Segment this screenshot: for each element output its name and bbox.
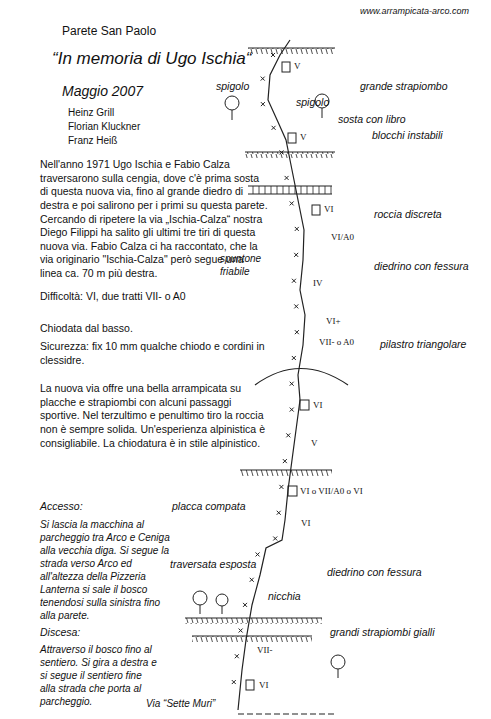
route-line	[238, 40, 305, 710]
belay-symbols	[246, 62, 320, 690]
grade: IV	[312, 278, 324, 290]
info-text: Sicurezza: fix 10 mm qualche chiodo e co…	[40, 340, 265, 367]
bolt-mark	[294, 304, 298, 308]
author: Florian Kluckner	[68, 120, 140, 133]
bolt-mark	[294, 253, 298, 257]
descent-text: Attraverso il bosco fino al sentiero. Si…	[40, 643, 160, 708]
feature-label: nicchia	[268, 590, 301, 604]
feature-label: grandi strapiombi gialli	[330, 626, 434, 640]
bolt-mark	[283, 459, 287, 463]
grade: VI o VII/A0 o VI	[299, 486, 364, 498]
bolt-mark	[290, 408, 294, 412]
route-title: “In memoria di Ugo Ischia“	[52, 48, 251, 70]
grade: V	[293, 61, 302, 73]
access-text: Si lascia la macchina al parcheggio tra …	[40, 518, 172, 622]
section-heading: Accesso:	[40, 500, 110, 514]
author: Franz Heiß	[68, 134, 117, 147]
route-name: Via “Sette Muri”	[146, 697, 215, 710]
grade: VI+	[325, 316, 342, 328]
bolt-mark	[295, 330, 299, 334]
feature-label: diedrino con fessura	[327, 566, 422, 580]
feature-label: traversata esposta	[170, 558, 256, 572]
grade: VII-	[256, 645, 274, 657]
bolt-mark	[261, 77, 265, 81]
bolt-mark	[286, 433, 290, 437]
feature-label: sosta con libro	[338, 113, 406, 127]
grade: V	[310, 438, 319, 450]
bolt-mark	[277, 511, 281, 515]
feature-label: spuntone friabile	[220, 252, 280, 278]
wall-name: Parete San Paolo	[62, 24, 156, 40]
bolt-mark	[290, 382, 294, 386]
bolt-mark	[295, 227, 299, 231]
feature-label: blocchi instabili	[372, 129, 443, 143]
grade: V	[299, 132, 308, 144]
feature-label: spigolo	[216, 80, 249, 94]
bolt-mark	[239, 629, 243, 633]
info-text: Chiodata dal basso.	[40, 322, 270, 336]
bolt-mark	[285, 176, 289, 180]
feature-label: placca compata	[172, 500, 246, 514]
bolt-mark	[292, 279, 296, 283]
date: Maggio 2007	[62, 82, 143, 100]
feature-label: spigolo	[296, 96, 329, 110]
bolt-mark	[271, 53, 275, 57]
bolt-mark	[290, 201, 294, 205]
bolt-mark	[279, 485, 283, 489]
bolt-mark	[292, 356, 296, 360]
bolt-mark	[272, 126, 276, 130]
website: www.arrampicata-arco.com	[360, 6, 469, 18]
grade: VI	[258, 680, 270, 692]
bolt-mark	[232, 680, 236, 684]
feature-label: diedrino con fessura	[374, 260, 469, 274]
bolt-mark	[261, 102, 265, 106]
grade: VI/A0	[330, 232, 355, 244]
bolt-mark	[235, 654, 239, 658]
info-text: La nuova via offre una bella arrampicata…	[40, 382, 265, 450]
difficulty-text: Difficoltà: VI, due tratti VII- o A0	[40, 290, 275, 304]
bolt-marks	[232, 53, 299, 684]
feature-label: grande strapiombo	[360, 80, 448, 94]
bolt-mark	[256, 552, 260, 556]
feature-label: roccia discreta	[374, 208, 442, 222]
grade: VII- o A0	[318, 337, 355, 349]
author: Heinz Grill	[68, 106, 114, 119]
bolt-mark	[250, 578, 254, 582]
overhang-bars	[185, 48, 348, 714]
grade: VI	[312, 400, 324, 412]
section-heading: Discesa:	[40, 626, 110, 640]
grade: VI	[323, 204, 335, 216]
bolt-mark	[243, 603, 247, 607]
bolt-mark	[279, 150, 283, 154]
feature-label: pilastro triangolare	[380, 338, 466, 352]
grade: VI	[300, 518, 312, 530]
bolt-mark	[273, 537, 277, 541]
